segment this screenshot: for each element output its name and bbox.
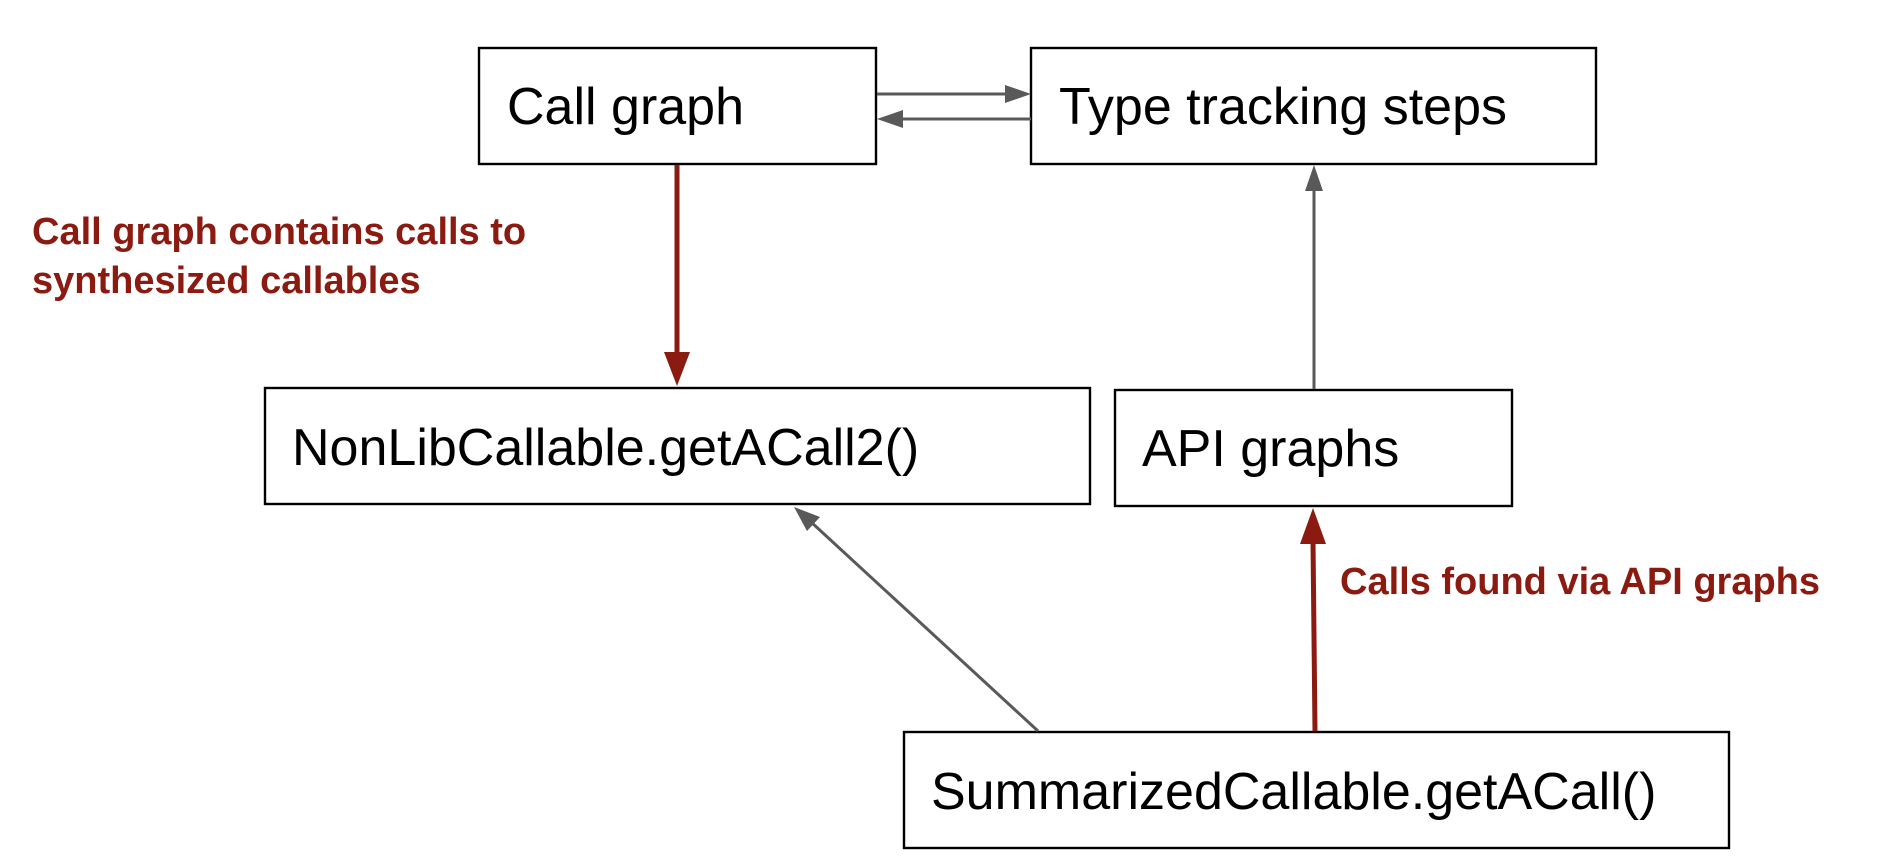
edge-summarized-to-nonlib	[794, 507, 1040, 733]
arrowhead-up-red	[1300, 508, 1326, 544]
node-summarized-callable-box	[902, 730, 1731, 850]
node-nonlib-callable-box	[263, 386, 1092, 506]
node-api-graphs: API graphs	[1113, 388, 1514, 508]
node-nonlib-callable-label: NonLibCallable.getACall2()	[292, 419, 919, 477]
node-type-tracking-steps-label: Type tracking steps	[1059, 78, 1507, 136]
edge-callgraph-to-nonlib	[664, 165, 690, 386]
edge-summarized-to-apigraphs	[1300, 508, 1326, 732]
edge-typetracking-to-callgraph	[877, 110, 1031, 128]
edge-apigraphs-to-typetracking	[1305, 165, 1323, 389]
annotation-call-graph-line1: Call graph contains calls to	[32, 211, 526, 253]
annotation-api-graphs-calls: Calls found via API graphs	[1340, 561, 1820, 603]
node-call-graph: Call graph	[477, 46, 878, 166]
edge-summarized-to-apigraphs-line	[1310, 540, 1318, 732]
node-type-tracking-steps-box	[1029, 46, 1598, 166]
node-summarized-callable-label: SummarizedCallable.getACall()	[931, 763, 1656, 821]
node-nonlib-callable: NonLibCallable.getACall2()	[263, 386, 1092, 506]
arrowhead-up	[1305, 165, 1323, 191]
node-api-graphs-box	[1113, 388, 1514, 508]
annotation-call-graph-line2: synthesized callables	[32, 260, 421, 302]
node-call-graph-box	[477, 46, 878, 166]
node-call-graph-label: Call graph	[507, 78, 744, 136]
arrowhead-right	[1005, 85, 1031, 103]
edge-summarized-to-nonlib-line	[809, 520, 1040, 733]
arrowhead-diagonal	[794, 507, 820, 531]
node-api-graphs-label: API graphs	[1142, 420, 1399, 478]
edge-callgraph-to-typetracking	[877, 85, 1031, 103]
arrowhead-down-red	[664, 352, 690, 386]
node-summarized-callable: SummarizedCallable.getACall()	[902, 730, 1731, 850]
arrowhead-left	[877, 110, 903, 128]
node-type-tracking-steps: Type tracking steps	[1029, 46, 1598, 166]
